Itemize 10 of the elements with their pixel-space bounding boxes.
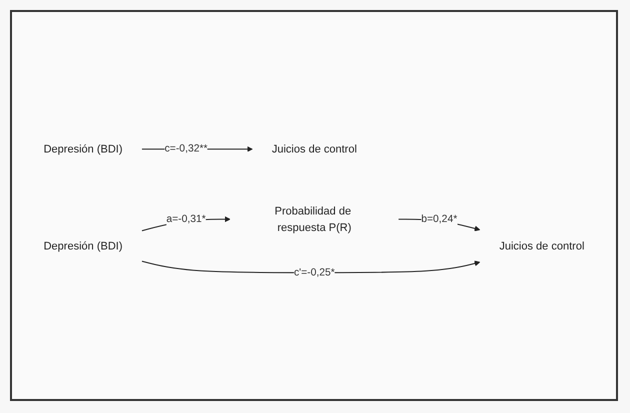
edge-label: a=-0,31* [166, 213, 206, 224]
node-text: Depresión (BDI) [44, 239, 123, 252]
figure-frame: c=-0,32** a=-0,31* b=0,24* c'=-0,25* Depresión (BDI) Juicios de control Probabilidad de respuesta P(R) Depresión (BDI) Juicios de control [10, 10, 618, 401]
node-text: Juicios de control [499, 239, 584, 252]
edge-label: c=-0,32** [164, 143, 208, 154]
node-text: Probabilidad de respuesta P(R) [274, 204, 352, 234]
node-text: Juicios de control [272, 142, 357, 155]
node-text: Depresión (BDI) [44, 142, 123, 155]
edge-label: c'=-0,25* [294, 266, 335, 278]
edge-label: b=0,24* [421, 213, 458, 224]
